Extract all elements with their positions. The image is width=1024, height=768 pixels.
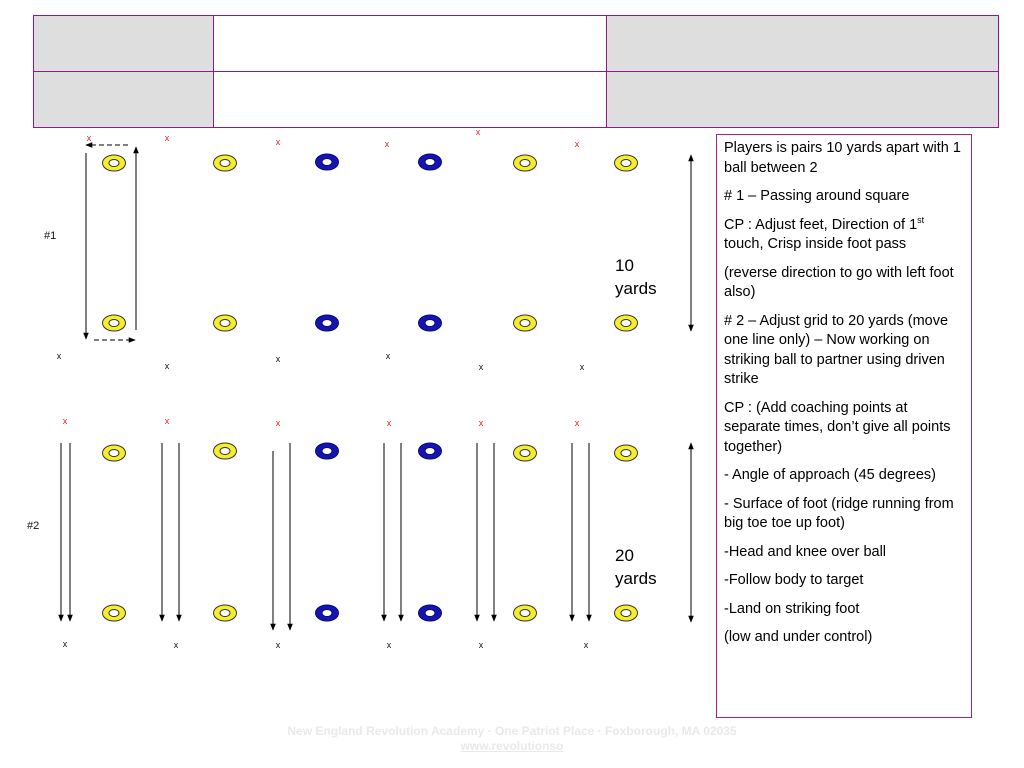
player-marker: x: [575, 418, 580, 428]
blue-cone: [418, 604, 442, 622]
yellow-cone: [102, 314, 126, 332]
players-group: x x x x x x x x x x x x x x x x x x x x x x x x: [57, 127, 589, 650]
blue-cone: [418, 442, 442, 460]
distance-2-unit: yards: [615, 569, 657, 588]
notes-reverse: (reverse direction to go with left foot …: [724, 264, 954, 301]
player-marker: x: [575, 139, 580, 149]
notes-point-surface: - Surface of foot (ridge running from bi…: [724, 495, 954, 532]
player-marker: x: [165, 416, 170, 426]
blue-cone: [315, 153, 339, 171]
footer: New England Revolution Academy · One Pat…: [0, 724, 1024, 754]
yellow-cone: [513, 314, 537, 332]
yellow-cone: [614, 604, 638, 622]
notes-cp1-b: touch, Crisp inside foot pass: [724, 236, 907, 252]
blue-cone: [315, 442, 339, 460]
player-marker: x: [387, 640, 392, 650]
player-marker: x: [174, 640, 179, 650]
player-marker: x: [276, 418, 281, 428]
notes-point-angle: - Angle of approach (45 degrees): [724, 467, 936, 483]
drill-1-label: #1: [44, 230, 56, 242]
player-marker: x: [479, 362, 484, 372]
header-cell: [606, 15, 999, 72]
notes-cp1-sup: st: [917, 214, 925, 225]
player-marker: x: [580, 362, 585, 372]
player-marker: x: [63, 416, 68, 426]
coaching-notes: Players is pairs 10 yards apart with 1 b…: [716, 134, 972, 718]
yellow-cone: [614, 314, 638, 332]
blue-cone: [418, 314, 442, 332]
yellow-cone: [213, 154, 237, 172]
blue-cone: [315, 314, 339, 332]
player-marker: x: [479, 640, 484, 650]
notes-cp2: CP : (Add coaching points at separate ti…: [724, 399, 951, 455]
blue-cone: [418, 153, 442, 171]
header-cell: [606, 71, 999, 128]
yellow-cone: [213, 442, 237, 460]
yellow-cone: [102, 154, 126, 172]
distance-2-number: 20: [615, 546, 634, 565]
player-marker: x: [276, 137, 281, 147]
notes-point-head: -Head and knee over ball: [724, 543, 887, 560]
player-marker: x: [276, 640, 281, 650]
player-marker: x: [87, 133, 92, 143]
footer-address: New England Revolution Academy · One Pat…: [287, 724, 737, 738]
player-marker: x: [584, 640, 589, 650]
blue-cone: [315, 604, 339, 622]
footer-link[interactable]: www.revolutionso: [460, 739, 564, 753]
player-marker: x: [165, 361, 170, 371]
yellow-cone: [513, 604, 537, 622]
player-marker: x: [57, 351, 62, 361]
player-marker: x: [476, 127, 481, 137]
player-marker: x: [386, 351, 391, 361]
notes-point-control: (low and under control): [724, 629, 873, 645]
notes-drill1-title: # 1 – Passing around square: [724, 188, 910, 204]
player-marker: x: [385, 139, 390, 149]
player-marker: x: [276, 354, 281, 364]
player-marker: x: [387, 418, 392, 428]
header-cell: [33, 71, 214, 128]
header-cell: [213, 71, 607, 128]
notes-intro: Players is pairs 10 yards apart with 1 b…: [724, 140, 961, 176]
yellow-cone: [513, 444, 537, 462]
player-marker: x: [63, 639, 68, 649]
header-table: [33, 15, 999, 128]
notes-point-follow: -Follow body to target: [724, 572, 864, 588]
yellow-cone: [614, 444, 638, 462]
notes-cp1-a: CP : Adjust feet, Direction of 1: [724, 216, 918, 233]
notes-cp1: CP : Adjust feet, Direction of 1st touch…: [724, 214, 965, 255]
notes-drill2-title: # 2 – Adjust grid to 20 yards (move one …: [724, 312, 949, 388]
yellow-cone: [102, 444, 126, 462]
arrows-group: [58, 443, 592, 631]
distance-1-number: 10: [615, 256, 634, 275]
yellow-cone: [213, 604, 237, 622]
player-marker: x: [479, 418, 484, 428]
yellow-cone: [213, 314, 237, 332]
player-marker: x: [165, 133, 170, 143]
notes-point-land: -Land on striking foot: [724, 600, 860, 617]
cones-group: [102, 153, 638, 622]
yellow-cone: [614, 154, 638, 172]
header-cell: [33, 15, 214, 72]
distance-1-unit: yards: [615, 279, 657, 298]
yellow-cone: [102, 604, 126, 622]
drill-2-label: #2: [27, 520, 39, 532]
yellow-cone: [513, 154, 537, 172]
